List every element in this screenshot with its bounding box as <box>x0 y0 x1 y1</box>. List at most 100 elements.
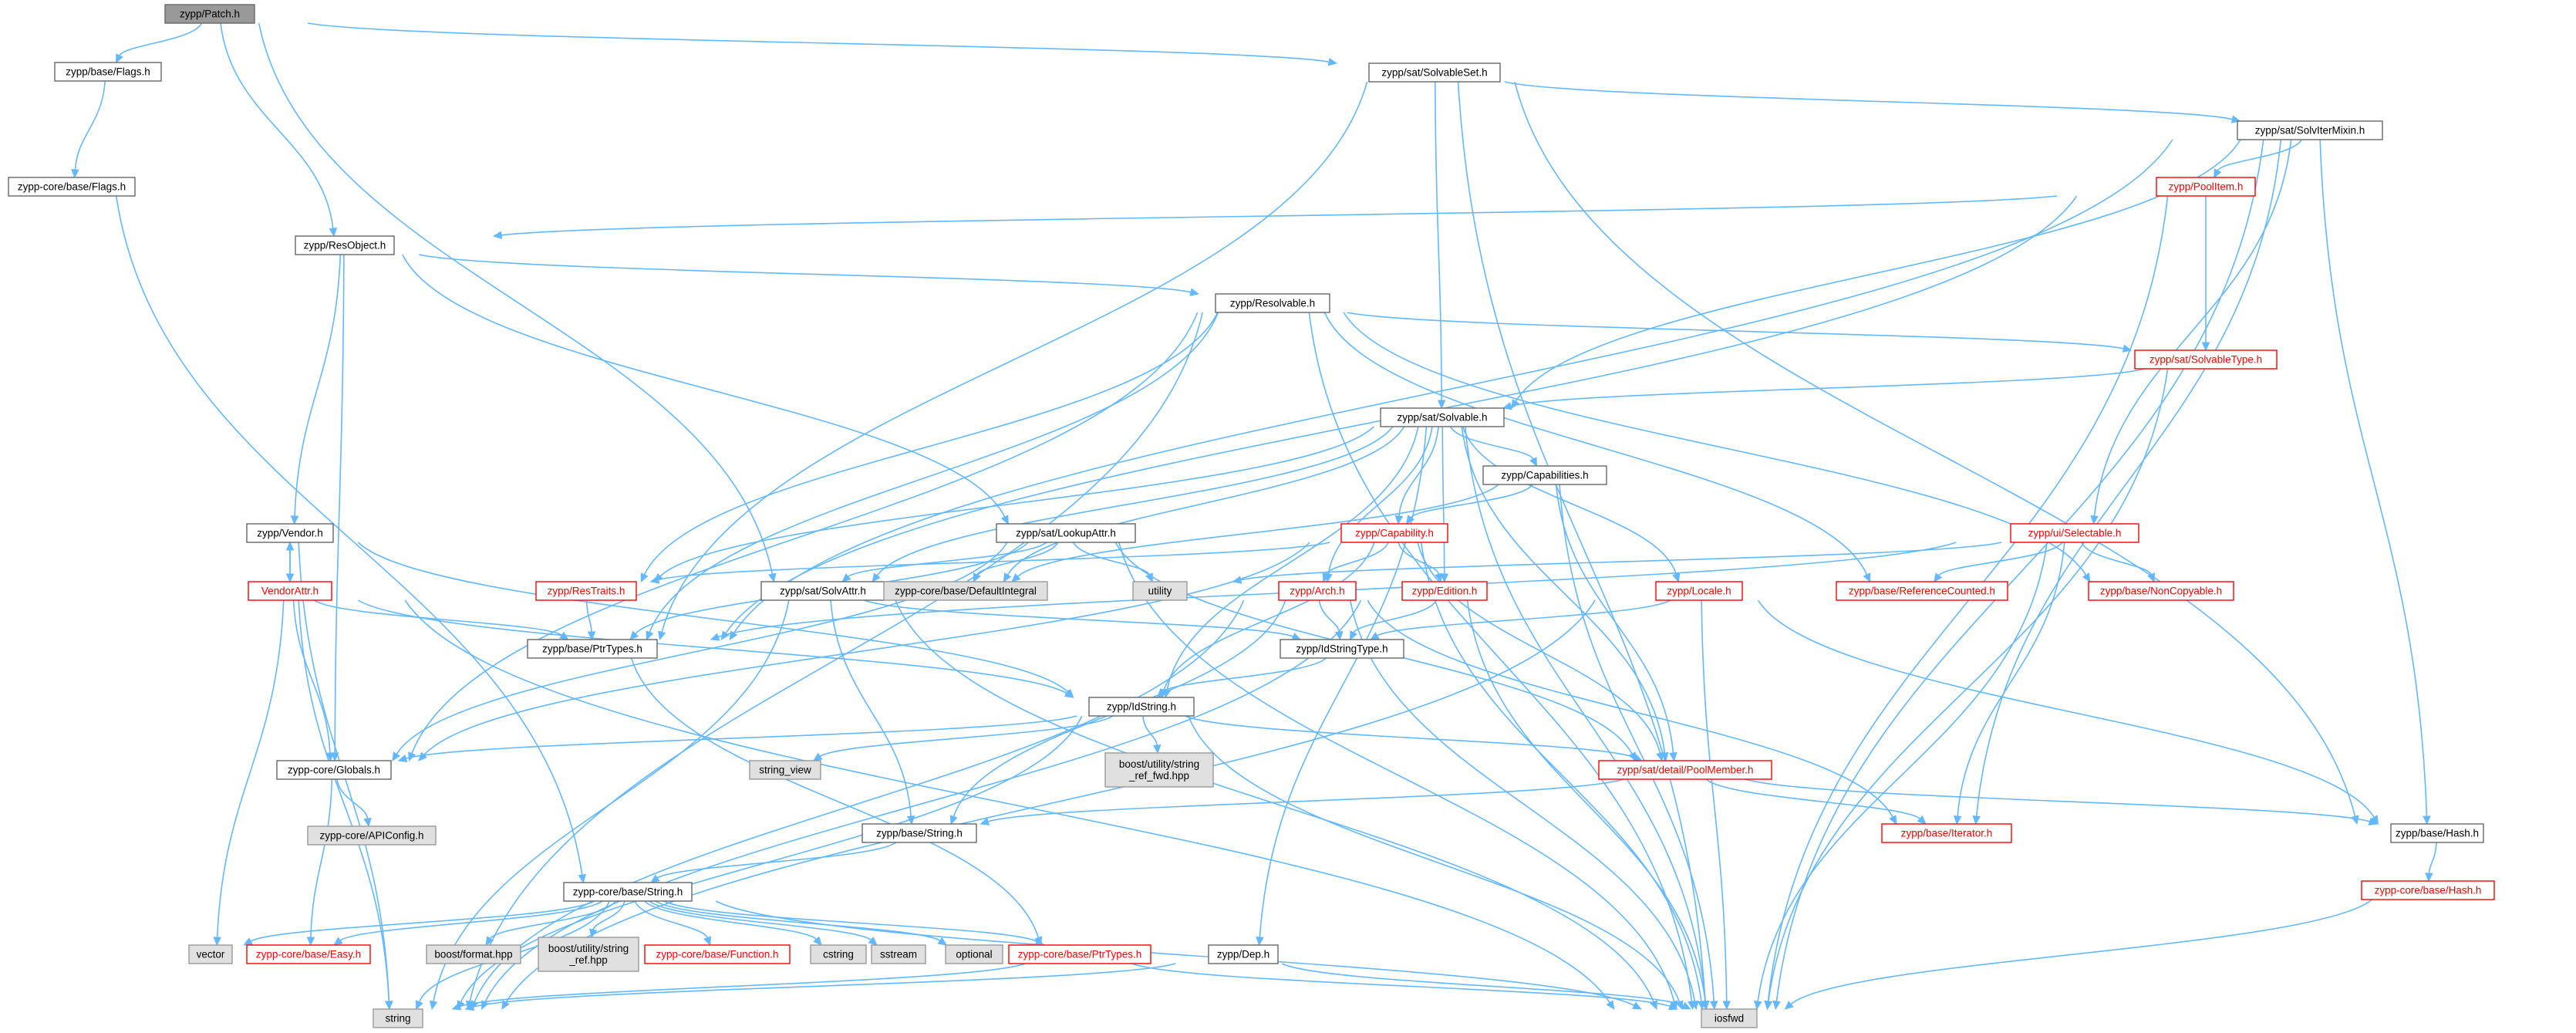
edge-line <box>220 22 334 229</box>
node-noncopyable[interactable]: zypp/base/NonCopyable.h <box>2088 581 2234 601</box>
edge-line <box>2428 842 2437 874</box>
edge-line <box>1343 312 2087 576</box>
node-string[interactable]: string <box>373 1008 423 1028</box>
node-patch[interactable]: zypp/Patch.h <box>164 4 255 24</box>
node-base_string[interactable]: zypp/base/String.h <box>861 823 977 843</box>
edge-arrowhead <box>329 227 338 238</box>
node-selectable[interactable]: zypp/ui/Selectable.h <box>2010 523 2139 543</box>
edge-lookupattr-to-utility <box>1073 542 1153 583</box>
node-hash[interactable]: zypp/base/Hash.h <box>2390 823 2484 843</box>
node-solvableset[interactable]: zypp/sat/SolvableSet.h <box>1368 62 1501 83</box>
node-iosfwd[interactable]: iosfwd <box>1701 1008 1758 1028</box>
edge-vendorattr-to-ptrtypes <box>313 599 569 640</box>
edge-solvattr-to-string <box>429 599 790 1011</box>
edge-locale-to-iosfwd <box>1701 599 1731 1011</box>
node-cstring[interactable]: cstring <box>810 944 867 964</box>
node-defaultintegral[interactable]: zypp-core/base/DefaultIntegral <box>883 581 1048 601</box>
node-box <box>527 639 658 659</box>
edge-arrowhead <box>2214 168 2222 179</box>
node-ptrtypes[interactable]: zypp/base/PtrTypes.h <box>527 639 658 659</box>
node-vendorattr[interactable]: VendorAttr.h <box>248 581 332 601</box>
node-label: zypp/Vendor.h <box>257 528 323 539</box>
node-capabilities[interactable]: zypp/Capabilities.h <box>1482 465 1607 485</box>
node-label: zypp/IdString.h <box>1107 701 1176 713</box>
edge-line <box>1957 542 2065 817</box>
edge-line <box>663 900 1037 943</box>
node-sstream[interactable]: sstream <box>871 944 926 964</box>
node-label: zypp-core/base/Easy.h <box>256 949 361 960</box>
node-core_string[interactable]: zypp-core/base/String.h <box>563 882 693 902</box>
node-solvabletype[interactable]: zypp/sat/SolvableType.h <box>2134 349 2278 370</box>
edge-line <box>433 599 790 1002</box>
edge-solvabletype-to-solvable <box>1502 368 2146 410</box>
edge-hash-to-core_hash <box>2425 842 2437 883</box>
node-label: zypp/Capability.h <box>1355 528 1434 539</box>
edge-solvitermixin-to-ptrtypes <box>729 139 2173 641</box>
edge-line <box>1327 426 1433 575</box>
edge-line <box>649 312 1219 633</box>
node-base_flags[interactable]: zypp/base/Flags.h <box>54 62 162 82</box>
node-utility[interactable]: utility <box>1132 581 1188 601</box>
node-lookupattr[interactable]: zypp/sat/LookupAttr.h <box>996 523 1136 543</box>
edge-line <box>1006 426 1405 576</box>
edge-resobject-to-globals <box>330 254 345 762</box>
edge-idstring-to-iosfwd <box>1188 715 1684 1011</box>
node-string_fwd[interactable]: boost/utility/string_ref_fwd.hpp <box>1104 752 1214 788</box>
edge-line <box>1514 81 2356 817</box>
edge-arrowhead <box>1672 572 1681 583</box>
node-function[interactable]: zypp-core/base/Function.h <box>644 944 791 964</box>
node-optional[interactable]: optional <box>945 944 1003 964</box>
node-label: string <box>385 1013 410 1025</box>
node-locale[interactable]: zypp/Locale.h <box>1655 581 1743 601</box>
edge-poolmember-to-iterator <box>1705 778 1927 825</box>
node-vendor[interactable]: zypp/Vendor.h <box>246 523 334 543</box>
node-vector[interactable]: vector <box>188 944 233 964</box>
node-idstringtype[interactable]: zypp/IdStringType.h <box>1280 639 1404 659</box>
edge-arrowhead <box>1667 1002 1678 1011</box>
node-arch[interactable]: zypp/Arch.h <box>1278 581 1357 601</box>
edge-arrowhead <box>397 754 408 763</box>
edge-line <box>1462 426 1677 575</box>
node-iterator[interactable]: zypp/base/Iterator.h <box>1881 823 2012 843</box>
node-string_ref[interactable]: boost/utility/string_ref.hpp <box>538 937 639 972</box>
node-resobject[interactable]: zypp/ResObject.h <box>295 235 395 255</box>
edge-line <box>396 542 1008 754</box>
edge-arrowhead <box>1656 751 1664 762</box>
node-idstring[interactable]: zypp/IdString.h <box>1088 697 1195 717</box>
node-restraits[interactable]: zypp/ResTraits.h <box>535 581 637 601</box>
edge-line <box>473 963 1176 1008</box>
node-label: zypp-core/base/PtrTypes.h <box>1018 949 1142 960</box>
edge-arrowhead <box>587 631 596 641</box>
node-label: zypp/ResObject.h <box>304 240 386 251</box>
node-apiconfig[interactable]: zypp-core/APIConfig.h <box>307 825 437 846</box>
edge-line <box>1118 542 1675 1002</box>
edge-line <box>1398 542 1440 575</box>
edge-arrowhead <box>710 633 720 641</box>
node-edition[interactable]: zypp/Edition.h <box>1401 581 1488 601</box>
node-format[interactable]: boost/format.hpp <box>426 944 521 964</box>
node-poolmember[interactable]: zypp/sat/detail/PoolMember.h <box>1598 760 1772 780</box>
node-solvitermixin[interactable]: zypp/sat/SolvIterMixin.h <box>2237 120 2383 140</box>
edge-line <box>406 715 1077 759</box>
node-box <box>2134 349 2278 370</box>
node-poolitem[interactable]: zypp/PoolItem.h <box>2156 177 2256 197</box>
edge-line <box>715 900 1635 1007</box>
node-capability[interactable]: zypp/Capability.h <box>1340 523 1448 543</box>
node-string_view[interactable]: string_view <box>749 760 821 780</box>
node-core_hash[interactable]: zypp-core/base/Hash.h <box>2361 880 2495 900</box>
edge-arrowhead <box>492 231 503 240</box>
node-dep[interactable]: zypp/Dep.h <box>1208 944 1279 964</box>
node-solvable[interactable]: zypp/sat/Solvable.h <box>1380 407 1505 427</box>
edge-line <box>423 542 1310 756</box>
node-core_flags[interactable]: zypp-core/base/Flags.h <box>8 177 136 197</box>
node-resolvable[interactable]: zypp/Resolvable.h <box>1215 293 1330 313</box>
node-box <box>1008 944 1151 964</box>
node-refcounted[interactable]: zypp/base/ReferenceCounted.h <box>1836 581 2008 601</box>
node-core_ptrtypes[interactable]: zypp-core/base/PtrTypes.h <box>1008 944 1151 964</box>
edge-line <box>339 900 603 941</box>
edge-arrowhead <box>1152 744 1162 754</box>
node-globals[interactable]: zypp-core/Globals.h <box>276 760 392 780</box>
node-easy[interactable]: zypp-core/base/Easy.h <box>246 944 371 964</box>
node-solvattr[interactable]: zypp/sat/SolvAttr.h <box>760 581 885 601</box>
edge-line <box>1757 542 2048 1002</box>
